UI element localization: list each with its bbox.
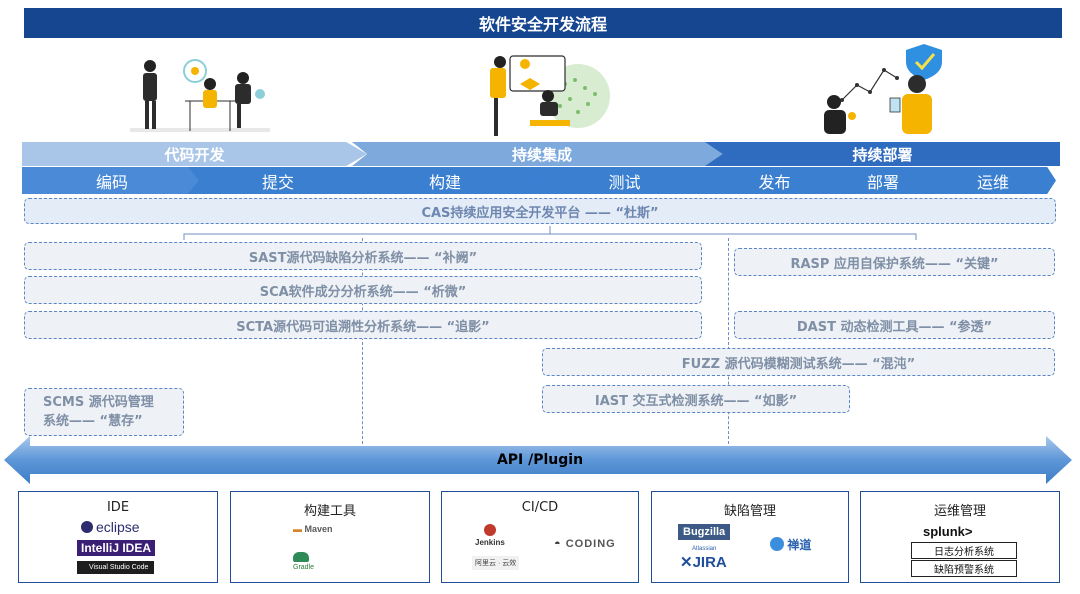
scta-system-box: SCTA源代码可追溯性分析系统—— “追影” bbox=[24, 311, 702, 339]
platform-bracket bbox=[183, 226, 917, 240]
tool-title: 构建工具 bbox=[303, 504, 356, 519]
atlassian-label: Atlassian bbox=[692, 546, 717, 552]
defect-warning-system-label: 缺陷预警系统 bbox=[911, 560, 1017, 577]
tool-box-ops: 运维管理 splunk> 日志分析系统 缺陷预警系统 bbox=[860, 491, 1060, 583]
coding-logo: ◓ CODING bbox=[554, 538, 616, 550]
maven-logo: ▬ Maven bbox=[293, 524, 333, 534]
page-title: 软件安全开发流程 bbox=[24, 8, 1062, 38]
integration-illustration bbox=[490, 55, 610, 136]
rasp-system-box: RASP 应用自保护系统—— “关键” bbox=[734, 248, 1055, 276]
step-build: 构建 bbox=[355, 167, 535, 194]
api-plugin-label: API /Plugin bbox=[496, 452, 584, 468]
tool-box-ide: IDE eclipse IntelliJ IDEA Visual Studio … bbox=[18, 491, 218, 583]
intellij-idea-logo: IntelliJ IDEA bbox=[77, 540, 156, 556]
api-plugin-arrow bbox=[4, 436, 1072, 484]
gradle-logo: Gradle bbox=[293, 552, 314, 571]
jira-logo: ✕JIRA bbox=[680, 554, 727, 571]
splunk-logo: splunk> bbox=[923, 524, 973, 539]
iast-system-box: IAST 交互式检测系统—— “如影” bbox=[542, 385, 850, 413]
fuzz-system-box: FUZZ 源代码模糊测试系统—— “混沌” bbox=[542, 348, 1055, 376]
tool-title: IDE bbox=[106, 500, 130, 515]
step-operations: 运维 bbox=[930, 167, 1056, 194]
phase-continuous-integration: 持续集成 bbox=[352, 142, 732, 166]
phase-code-development: 代码开发 bbox=[22, 142, 367, 166]
dast-system-box: DAST 动态检测工具—— “参透” bbox=[734, 311, 1055, 339]
scms-line-1: SCMS 源代码管理 bbox=[43, 395, 154, 410]
zentao-logo: 禅道 bbox=[770, 536, 811, 553]
jenkins-logo: Jenkins bbox=[475, 524, 505, 547]
step-test: 测试 bbox=[522, 167, 727, 194]
scms-system-box: SCMS 源代码管理 系统—— “慧存” bbox=[24, 388, 184, 436]
sast-system-box: SAST源代码缺陷分析系统—— “补阙” bbox=[24, 242, 702, 270]
aliyun-yunxiao-logo: 阿里云 · 云效 bbox=[472, 556, 520, 570]
step-release: 发布 bbox=[712, 167, 837, 194]
step-coding: 编码 bbox=[22, 167, 202, 194]
bugzilla-logo: Bugzilla bbox=[678, 524, 731, 540]
tool-title: 运维管理 bbox=[933, 504, 986, 519]
scms-line-2: 系统—— “慧存” bbox=[43, 414, 143, 429]
tool-box-build: 构建工具 ▬ Maven Gradle bbox=[230, 491, 430, 583]
log-analysis-system-label: 日志分析系统 bbox=[911, 542, 1017, 559]
separator-line bbox=[362, 238, 363, 444]
tool-box-cicd: CI/CD Jenkins 阿里云 · 云效 ◓ CODING bbox=[441, 491, 639, 583]
vscode-logo: Visual Studio Code bbox=[77, 561, 155, 574]
sca-system-box: SCA软件成分分析系统—— “析微” bbox=[24, 276, 702, 304]
phase-continuous-deployment: 持续部署 bbox=[705, 142, 1060, 166]
step-commit: 提交 bbox=[188, 167, 368, 194]
tool-title: CI/CD bbox=[521, 500, 559, 515]
eclipse-logo: eclipse bbox=[81, 519, 140, 535]
deployment-illustration bbox=[824, 44, 942, 134]
separator-line bbox=[728, 238, 729, 444]
tool-box-defect: 缺陷管理 Bugzilla Atlassian ✕JIRA 禅道 bbox=[651, 491, 849, 583]
step-deploy: 部署 bbox=[822, 167, 944, 194]
tool-title: 缺陷管理 bbox=[723, 504, 776, 519]
cas-platform-box: CAS持续应用安全开发平台 —— “杜斯” bbox=[24, 198, 1056, 224]
developers-illustration bbox=[130, 59, 270, 132]
